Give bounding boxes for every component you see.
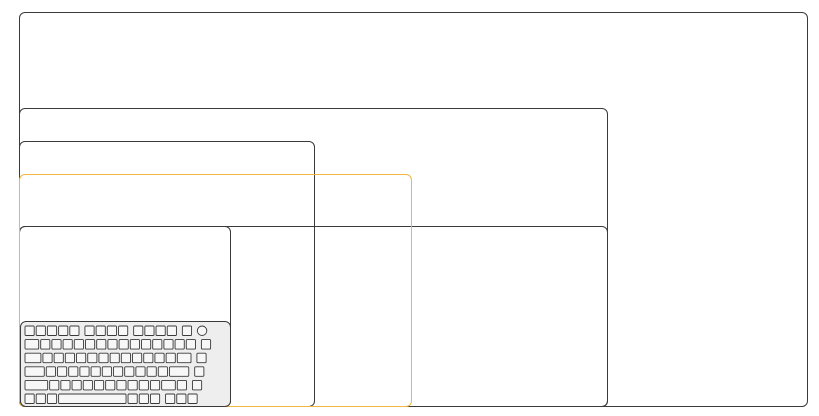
keyboard-key: [24, 352, 42, 364]
keyboard-key: [129, 339, 140, 350]
keyboard-key: [191, 379, 203, 391]
keyboard-key: [35, 325, 46, 336]
keyboard-key: [45, 366, 56, 377]
keyboard-key: [120, 352, 131, 364]
keyboard-key: [51, 339, 62, 350]
keyboard-key: [185, 339, 196, 350]
keyboard-key: [49, 379, 60, 391]
keyboard-key: [57, 366, 68, 377]
keyboard-key: [93, 379, 105, 391]
keyboard-key: [118, 339, 129, 350]
keyboard-key: [176, 393, 187, 404]
keyboard-key: [155, 325, 166, 336]
keyboard-key: [46, 325, 58, 336]
keyboard-key: [42, 352, 53, 364]
keyboard-key: [144, 325, 155, 336]
keyboard-key: [95, 325, 106, 336]
keyboard-key: [154, 352, 165, 364]
keyboard-key: [149, 393, 161, 404]
keyboard-key: [127, 379, 138, 391]
keyboard-key: [116, 379, 127, 391]
keyboard-key: [24, 366, 45, 377]
keyboard-key: [165, 393, 176, 404]
keyboard-key: [68, 366, 79, 377]
keyboard-key: [152, 339, 163, 350]
keyboard-keys: [24, 325, 212, 404]
keyboard-spacebar: [58, 393, 127, 404]
keyboard-key: [166, 325, 177, 336]
keyboard-key: [90, 366, 101, 377]
keyboard-key: [69, 325, 80, 336]
keyboard-key: [161, 379, 176, 391]
keyboard-key: [62, 339, 73, 350]
keyboard-key: [149, 379, 161, 391]
keyboard-key: [76, 352, 87, 364]
keyboard-key: [96, 339, 107, 350]
keyboard-key: [105, 379, 116, 391]
keyboard-key: [82, 379, 93, 391]
keyboard-key: [113, 366, 124, 377]
keyboard-key: [169, 366, 190, 377]
keyboard-key: [143, 352, 154, 364]
keyboard-key: [58, 325, 69, 336]
keyboard-key: [40, 339, 51, 350]
keyboard-key: [53, 352, 64, 364]
keyboard-key: [157, 366, 168, 377]
keyboard-key: [165, 352, 176, 364]
keyboard-key: [163, 339, 174, 350]
keyboard-key: [71, 379, 82, 391]
keyboard-key: [133, 325, 144, 336]
keyboard-key: [194, 366, 205, 377]
keyboard-key: [141, 339, 152, 350]
keyboard-key: [46, 393, 58, 404]
keyboard-key: [196, 352, 207, 364]
keyboard-key: [60, 379, 71, 391]
keyboard-key: [107, 339, 118, 350]
keyboard-key: [138, 379, 149, 391]
keyboard-key: [181, 325, 193, 336]
keyboard-key: [138, 393, 149, 404]
keyboard-key: [196, 325, 208, 336]
keyboard-key: [127, 393, 138, 404]
keyboard-key: [98, 352, 109, 364]
keyboard-key: [24, 393, 35, 404]
keyboard-key: [24, 339, 40, 350]
keyboard-key: [124, 366, 135, 377]
keyboard-key: [79, 366, 90, 377]
keyboard-key: [176, 379, 187, 391]
keyboard-key: [176, 352, 192, 364]
keyboard-key: [174, 339, 185, 350]
keyboard-key: [187, 393, 198, 404]
keyboard-key: [101, 366, 112, 377]
keyboard-key: [35, 393, 46, 404]
keyboard-key: [64, 352, 75, 364]
keyboard-key: [132, 352, 143, 364]
keyboard-key: [85, 339, 96, 350]
keyboard-key: [73, 339, 84, 350]
keyboard-key: [109, 352, 120, 364]
keyboard-key: [200, 339, 212, 350]
keyboard-key: [24, 379, 49, 391]
keyboard-key: [84, 325, 95, 336]
keyboard-key: [24, 325, 35, 336]
keyboard-key: [118, 325, 129, 336]
keyboard-icon: [20, 321, 231, 407]
keyboard-key: [106, 325, 117, 336]
keyboard-key: [87, 352, 98, 364]
keyboard-key: [146, 366, 157, 377]
keyboard-key: [135, 366, 146, 377]
